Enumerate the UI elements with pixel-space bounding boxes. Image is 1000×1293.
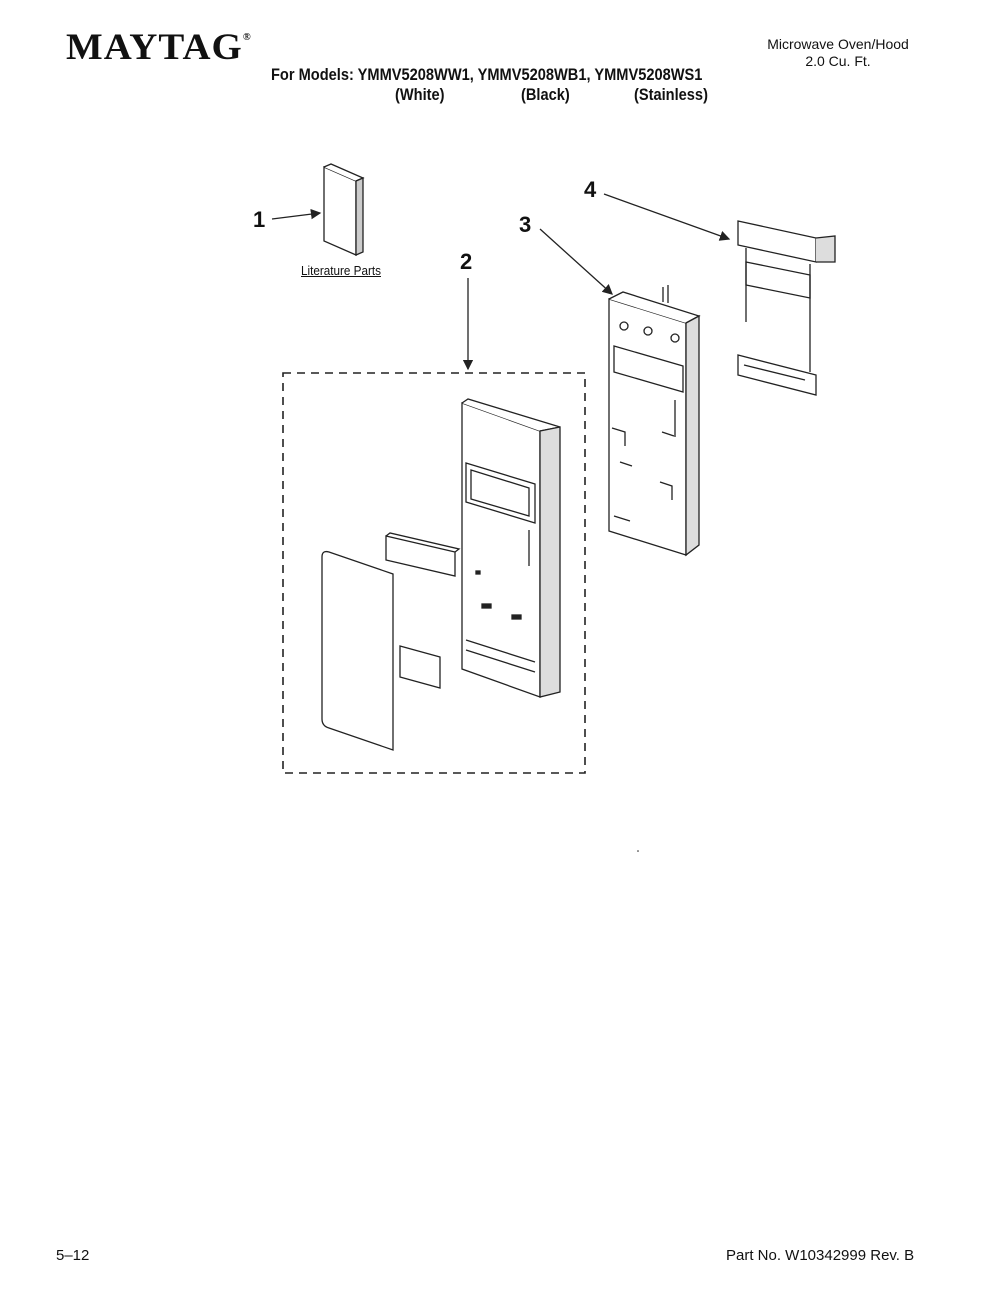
leader-line-1	[271, 208, 322, 220]
leader-line-3	[539, 228, 613, 295]
leader-line-4	[603, 193, 731, 241]
brand-logo: MAYTAG®	[66, 27, 252, 68]
callout-number-3: 3	[519, 212, 532, 237]
scan-speck	[637, 850, 639, 852]
control-bracket	[608, 285, 701, 557]
control-panel-frame	[461, 398, 561, 698]
assembly-boundary	[282, 372, 586, 774]
callout-number-2: 2	[460, 249, 473, 274]
callout-number-1: 1	[253, 207, 266, 232]
variant-black: (Black)	[521, 85, 570, 104]
variant-white: (White)	[395, 85, 445, 104]
lower-trim-plate	[399, 645, 441, 689]
literature-booklet	[323, 163, 365, 256]
mounting-bracket	[737, 220, 836, 396]
models-heading: For Models: YMMV5208WW1, YMMV5208WB1, YM…	[271, 65, 703, 84]
product-line-title: Microwave Oven/Hood	[767, 36, 909, 52]
page-number: 5–12	[56, 1247, 90, 1264]
literature-parts-label: Literature Parts	[301, 263, 381, 278]
touch-pad-membrane	[321, 550, 394, 751]
callout-number-4: 4	[584, 177, 597, 202]
document-part-number: Part No. W10342999 Rev. B	[726, 1247, 915, 1264]
display-window-lens	[385, 532, 461, 577]
product-capacity: 2.0 Cu. Ft.	[805, 53, 871, 69]
variant-stainless: (Stainless)	[634, 85, 708, 104]
